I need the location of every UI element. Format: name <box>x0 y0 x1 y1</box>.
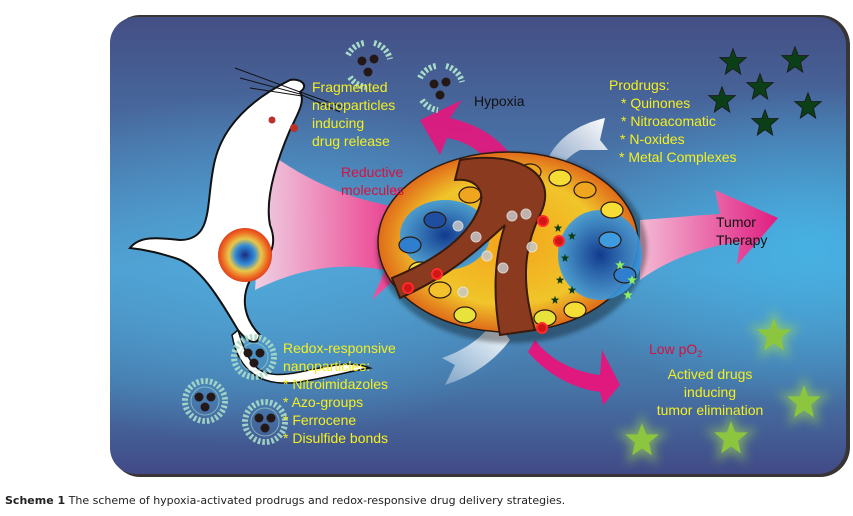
redox-title: nanoparticles: <box>283 358 371 374</box>
label-line: inducing <box>683 384 737 400</box>
mouse-tumor <box>218 228 272 282</box>
label-activated-drugs: Actived drugs inducing tumor elimination <box>650 365 770 419</box>
label-line: nanoparticles <box>312 97 396 113</box>
label-hypoxia: Hypoxia <box>474 93 525 109</box>
nanoparticle <box>185 381 225 421</box>
caption-text: The scheme of hypoxia-activated prodrugs… <box>68 494 566 507</box>
redox-item: * Disulfide bonds <box>283 430 389 446</box>
label-tumor-therapy: Tumor Therapy <box>716 213 767 249</box>
tumor-mass <box>377 151 647 343</box>
label-prodrugs: Prodrugs: * Quinones * Nitroacomatic * N… <box>609 76 737 166</box>
redox-item: * Nitroimidazoles <box>283 376 389 392</box>
label-line: drug release <box>312 133 390 149</box>
label-line: molecules <box>341 182 405 198</box>
arrow-low-po2 <box>528 340 620 405</box>
label-line: Tumor <box>716 214 756 230</box>
label-line: Reductive <box>341 164 404 180</box>
redox-title: Redox-responsive <box>283 340 396 356</box>
label-line: Fragmented <box>312 79 388 95</box>
caption-label: Scheme 1 <box>5 494 66 507</box>
prodrug-item: * N-oxides <box>620 131 685 147</box>
label-line: Therapy <box>716 232 768 248</box>
prodrug-item: * Quinones <box>621 95 691 111</box>
low-po2-text: Low pO <box>649 341 698 357</box>
blood-vessel <box>390 156 547 337</box>
label-line: Actived drugs <box>667 366 753 382</box>
prodrug-item: * Metal Complexes <box>619 149 737 165</box>
figure-caption: Scheme 1 The scheme of hypoxia-activated… <box>5 494 565 507</box>
prodrugs-title: Prodrugs: <box>609 77 670 93</box>
label-low-po2: Low pO2 <box>649 340 702 363</box>
label-line: inducing <box>312 115 365 131</box>
prodrug-item: * Nitroacomatic <box>621 113 716 129</box>
label-redox-nanoparticles: Redox-responsive nanoparticles: * Nitroi… <box>283 339 396 447</box>
redox-item: * Azo-groups <box>283 394 364 410</box>
nanoparticle <box>245 402 285 442</box>
redox-item: * Ferrocene <box>283 412 357 428</box>
nanoparticle <box>234 337 274 377</box>
label-fragmented-nanoparticles: Fragmented nanoparticles inducing drug r… <box>312 78 395 150</box>
arrow-tumor-therapy <box>640 190 778 280</box>
label-reductive-molecules: Reductive molecules <box>341 163 404 199</box>
label-line: tumor elimination <box>656 402 764 418</box>
low-po2-subscript: 2 <box>697 349 703 359</box>
